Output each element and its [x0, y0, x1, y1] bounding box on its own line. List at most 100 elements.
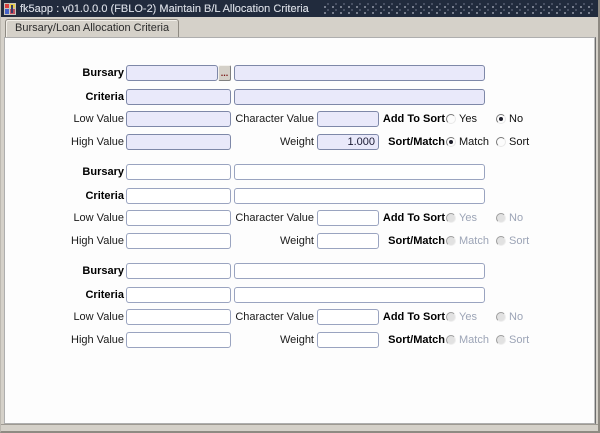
sort-radio-label: Sort: [509, 334, 530, 346]
high-value-row: High Value Weight Sort/Match Match Sort: [5, 233, 594, 250]
radio-icon: [446, 236, 456, 246]
add-to-sort-label: Add To Sort: [382, 212, 445, 224]
high-value-input[interactable]: [126, 134, 231, 150]
add-to-sort-no-radio: No: [496, 310, 523, 324]
yes-radio-label: Yes: [459, 311, 477, 323]
character-value-label: Character Value: [235, 212, 314, 224]
sort-match-label: Sort/Match: [388, 334, 445, 346]
criteria-label: Criteria: [85, 190, 124, 202]
criteria-description-input[interactable]: [234, 287, 485, 303]
weight-input[interactable]: [317, 134, 379, 150]
sort-match-match-radio[interactable]: Match: [446, 135, 489, 149]
add-to-sort-label: Add To Sort: [382, 113, 445, 125]
tab-bursary-loan-allocation-criteria[interactable]: Bursary/Loan Allocation Criteria: [5, 19, 180, 37]
character-value-input[interactable]: [317, 309, 379, 325]
criteria-description-input[interactable]: [234, 89, 485, 105]
radio-icon: [496, 236, 506, 246]
bursary-lov-button[interactable]: ...: [218, 65, 231, 81]
criteria-code-input[interactable]: [126, 188, 231, 204]
tab-strip: Bursary/Loan Allocation Criteria: [1, 17, 598, 37]
high-value-input[interactable]: [126, 233, 231, 249]
criteria-description-input[interactable]: [234, 188, 485, 204]
sort-radio-label: Sort: [509, 235, 530, 247]
criteria-code-input[interactable]: [126, 89, 231, 105]
sort-match-sort-radio: Sort: [496, 234, 529, 248]
weight-input[interactable]: [317, 233, 379, 249]
low-value-input[interactable]: [126, 111, 231, 127]
titlebar-texture: [320, 3, 595, 14]
criteria-row: Criteria: [5, 89, 594, 106]
bursary-code-input[interactable]: [126, 164, 231, 180]
add-to-sort-yes-radio: Yes: [446, 310, 477, 324]
radio-icon[interactable]: [496, 114, 506, 124]
sort-match-match-radio: Match: [446, 333, 489, 347]
bursary-label: Bursary: [82, 67, 124, 79]
radio-icon: [446, 213, 456, 223]
character-value-input[interactable]: [317, 210, 379, 226]
bursary-row: Bursary: [5, 263, 594, 280]
add-to-sort-yes-radio[interactable]: Yes: [446, 112, 477, 126]
radio-icon[interactable]: [496, 137, 506, 147]
weight-input[interactable]: [317, 332, 379, 348]
no-radio-label: No: [509, 113, 524, 125]
sort-match-sort-radio: Sort: [496, 333, 529, 347]
radio-icon: [446, 312, 456, 322]
bursary-row: Bursary: [5, 164, 594, 181]
high-value-label: High Value: [71, 334, 124, 346]
high-value-row: High Value Weight Sort/Match Match Sort: [5, 134, 594, 151]
sort-match-sort-radio[interactable]: Sort: [496, 135, 529, 149]
criteria-block-3: Bursary Criteria Low Value Character Val…: [5, 263, 594, 355]
no-radio-label: No: [509, 311, 524, 323]
form-canvas: Bursary ... Criteria Low Value Character…: [4, 37, 596, 424]
bursary-row: Bursary ...: [5, 65, 594, 82]
weight-label: Weight: [279, 136, 314, 148]
bursary-code-input[interactable]: [126, 65, 218, 81]
app-icon: [4, 2, 16, 15]
character-value-label: Character Value: [235, 113, 314, 125]
high-value-label: High Value: [71, 235, 124, 247]
radio-icon: [446, 335, 456, 345]
low-value-row: Low Value Character Value Add To Sort Ye…: [5, 210, 594, 227]
window-title: fk5app : v01.0.0.0 (FBLO-2) Maintain B/L…: [20, 2, 309, 15]
criteria-block-1: Bursary ... Criteria Low Value Character…: [5, 65, 594, 157]
low-value-label: Low Value: [73, 212, 124, 224]
criteria-row: Criteria: [5, 188, 594, 205]
bursary-code-input[interactable]: [126, 263, 231, 279]
bursary-description-input[interactable]: [234, 65, 485, 81]
bursary-description-input[interactable]: [234, 263, 485, 279]
character-value-input[interactable]: [317, 111, 379, 127]
weight-label: Weight: [279, 235, 314, 247]
radio-icon: [496, 335, 506, 345]
sort-match-label: Sort/Match: [388, 136, 445, 148]
sort-radio-label: Sort: [509, 136, 530, 148]
bursary-description-input[interactable]: [234, 164, 485, 180]
low-value-row: Low Value Character Value Add To Sort Ye…: [5, 111, 594, 128]
character-value-label: Character Value: [235, 311, 314, 323]
criteria-code-input[interactable]: [126, 287, 231, 303]
weight-label: Weight: [279, 334, 314, 346]
low-value-label: Low Value: [73, 113, 124, 125]
sort-match-label: Sort/Match: [388, 235, 445, 247]
low-value-label: Low Value: [73, 311, 124, 323]
criteria-row: Criteria: [5, 287, 594, 304]
high-value-label: High Value: [71, 136, 124, 148]
high-value-input[interactable]: [126, 332, 231, 348]
bursary-label: Bursary: [82, 265, 124, 277]
radio-icon: [496, 213, 506, 223]
sort-match-match-radio: Match: [446, 234, 489, 248]
low-value-input[interactable]: [126, 309, 231, 325]
low-value-input[interactable]: [126, 210, 231, 226]
add-to-sort-yes-radio: Yes: [446, 211, 477, 225]
high-value-row: High Value Weight Sort/Match Match Sort: [5, 332, 594, 349]
match-radio-label: Match: [459, 235, 489, 247]
window-bottom-edge: [1, 424, 598, 431]
yes-radio-label: Yes: [459, 212, 477, 224]
low-value-row: Low Value Character Value Add To Sort Ye…: [5, 309, 594, 326]
criteria-label: Criteria: [85, 289, 124, 301]
add-to-sort-no-radio[interactable]: No: [496, 112, 523, 126]
radio-icon[interactable]: [446, 137, 456, 147]
radio-icon: [496, 312, 506, 322]
radio-icon[interactable]: [446, 114, 456, 124]
no-radio-label: No: [509, 212, 524, 224]
